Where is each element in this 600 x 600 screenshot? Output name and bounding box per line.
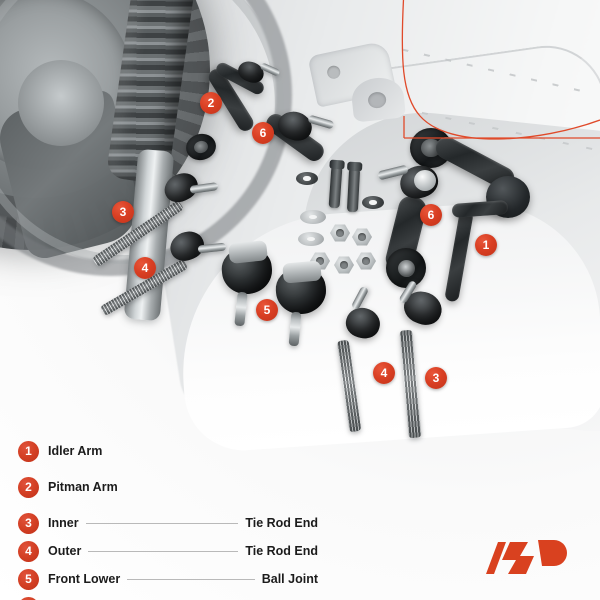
legend-label-4: Outer xyxy=(48,544,82,558)
washer-4 xyxy=(298,232,324,246)
callout-badge-4-right[interactable]: 4 xyxy=(373,362,395,384)
legend-label-3: Inner xyxy=(48,516,79,530)
upper-ball-joint-right-eye-bore xyxy=(398,260,415,277)
legend-badge-1: 1 xyxy=(18,440,39,462)
callout-badge-4-left[interactable]: 4 xyxy=(134,257,156,279)
legend-row-2[interactable]: 2 Pitman Arm xyxy=(18,474,318,500)
upper-ball-joint-right-grease-cap xyxy=(414,170,436,191)
washer-3 xyxy=(300,210,326,224)
legend-type-3: Tie Rod End xyxy=(245,516,318,530)
nut-2 xyxy=(352,228,372,246)
nut-1 xyxy=(330,224,350,242)
legend-badge-4: 4 xyxy=(18,540,39,562)
nut-4 xyxy=(334,256,354,274)
legend-row-6[interactable]: 6 Front Upper Ball Joint xyxy=(18,594,318,600)
callout-badge-3-right[interactable]: 3 xyxy=(425,367,447,389)
lower-ball-joint-a-cap xyxy=(228,240,268,264)
callout-badge-6-right[interactable]: 6 xyxy=(420,204,442,226)
callout-badge-6-left[interactable]: 6 xyxy=(252,122,274,144)
legend-connector-5 xyxy=(127,578,255,580)
washer-2 xyxy=(362,196,384,209)
callout-badge-5[interactable]: 5 xyxy=(256,299,278,321)
legend-label-5: Front Lower xyxy=(48,572,121,586)
legend: 1 Idler Arm 2 Pitman Arm 3 Inner Tie Rod… xyxy=(0,430,600,600)
legend-row-1[interactable]: 1 Idler Arm xyxy=(18,438,318,464)
legend-label-1: Idler Arm xyxy=(48,444,103,458)
legend-label-2: Pitman Arm xyxy=(48,480,118,494)
lower-ball-joint-b-cap xyxy=(282,260,322,284)
callout-badge-3-left[interactable]: 3 xyxy=(112,201,134,223)
brand-logo xyxy=(486,540,567,574)
legend-row-5[interactable]: 5 Front Lower Ball Joint xyxy=(18,566,318,592)
washer-1 xyxy=(296,172,318,185)
legend-badge-5: 5 xyxy=(18,568,39,590)
callout-badge-2[interactable]: 2 xyxy=(200,92,222,114)
callout-badge-1[interactable]: 1 xyxy=(475,234,497,256)
legend-badge-3: 3 xyxy=(18,512,39,534)
legend-badge-6: 6 xyxy=(18,596,39,600)
legend-connector-3 xyxy=(85,522,239,524)
bolt-2 xyxy=(346,161,363,213)
legend-type-4: Tie Rod End xyxy=(245,544,318,558)
legend-connector-4 xyxy=(88,550,239,552)
legend-row-4[interactable]: 4 Outer Tie Rod End xyxy=(18,538,318,564)
legend-row-3[interactable]: 3 Inner Tie Rod End xyxy=(18,510,318,536)
legend-badge-2: 2 xyxy=(18,476,39,498)
legend-type-5: Ball Joint xyxy=(261,572,318,586)
nut-5 xyxy=(356,252,376,270)
